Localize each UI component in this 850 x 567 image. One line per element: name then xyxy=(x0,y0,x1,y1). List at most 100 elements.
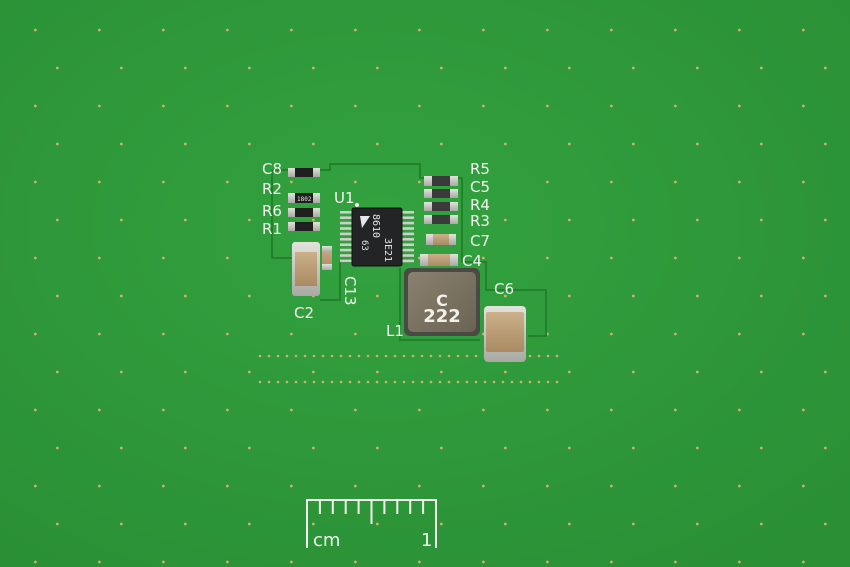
via-grid xyxy=(33,28,827,564)
via xyxy=(303,380,307,384)
via xyxy=(673,28,677,32)
ic-pins xyxy=(340,211,414,263)
ic-pin xyxy=(400,238,414,241)
via xyxy=(759,66,763,70)
via xyxy=(276,380,280,384)
via xyxy=(311,66,315,70)
via xyxy=(357,354,361,358)
resistor-r1 xyxy=(288,222,320,231)
via xyxy=(438,380,442,384)
via xyxy=(609,104,613,108)
capacitor-c8 xyxy=(288,168,320,177)
ic-pin xyxy=(400,254,414,257)
via xyxy=(420,380,424,384)
via xyxy=(695,294,699,298)
via xyxy=(366,354,370,358)
via xyxy=(737,408,741,412)
via xyxy=(545,484,549,488)
via xyxy=(759,142,763,146)
via xyxy=(447,380,451,384)
resistor-r6 xyxy=(288,208,320,217)
via xyxy=(801,484,805,488)
via xyxy=(801,180,805,184)
via xyxy=(375,446,379,450)
via xyxy=(420,354,424,358)
via xyxy=(339,380,343,384)
via xyxy=(609,256,613,260)
via xyxy=(567,294,571,298)
via xyxy=(417,484,421,488)
via xyxy=(631,142,635,146)
right-passives xyxy=(420,176,458,266)
resistor-r2 xyxy=(288,193,320,203)
via xyxy=(375,142,379,146)
via xyxy=(183,66,187,70)
via xyxy=(161,332,165,336)
via xyxy=(247,370,251,374)
via xyxy=(631,294,635,298)
label-c5: C5 xyxy=(470,178,490,196)
ic-marking-line2: 3E21 xyxy=(382,238,393,262)
via xyxy=(545,408,549,412)
via xyxy=(439,142,443,146)
via xyxy=(161,28,165,32)
via xyxy=(823,294,827,298)
via xyxy=(567,142,571,146)
via xyxy=(294,354,298,358)
via xyxy=(823,446,827,450)
via xyxy=(311,218,315,222)
via xyxy=(673,408,677,412)
via xyxy=(375,294,379,298)
via xyxy=(801,256,805,260)
ruler-ticks xyxy=(318,500,425,524)
via xyxy=(384,354,388,358)
label-c8: C8 xyxy=(262,160,282,178)
via xyxy=(55,142,59,146)
via xyxy=(55,446,59,450)
label-r2: R2 xyxy=(262,180,282,198)
via xyxy=(695,66,699,70)
ic-pin xyxy=(400,221,414,225)
via xyxy=(289,408,293,412)
via xyxy=(503,522,507,526)
via xyxy=(456,380,460,384)
via xyxy=(97,180,101,184)
via xyxy=(631,370,635,374)
via xyxy=(348,354,352,358)
ic-pin xyxy=(400,243,414,246)
capacitor-c2 xyxy=(292,242,320,296)
resistor-r4 xyxy=(424,202,458,211)
via xyxy=(97,28,101,32)
via xyxy=(357,380,361,384)
ruler-end-label: 1 xyxy=(421,530,432,551)
via xyxy=(567,446,571,450)
via xyxy=(353,484,357,488)
via xyxy=(759,294,763,298)
ic-pin xyxy=(340,211,354,214)
via xyxy=(481,180,485,184)
via xyxy=(481,560,485,564)
via xyxy=(673,332,677,336)
ic-pin xyxy=(340,227,354,230)
via xyxy=(247,522,251,526)
via xyxy=(402,380,406,384)
via xyxy=(339,354,343,358)
via xyxy=(225,104,229,108)
via xyxy=(267,354,271,358)
via xyxy=(247,142,251,146)
via xyxy=(119,66,123,70)
via xyxy=(97,408,101,412)
via xyxy=(289,484,293,488)
label-r6: R6 xyxy=(262,202,282,220)
via xyxy=(429,380,433,384)
via xyxy=(503,370,507,374)
via xyxy=(303,354,307,358)
via xyxy=(183,142,187,146)
via xyxy=(503,446,507,450)
copper-traces xyxy=(271,163,547,341)
via xyxy=(247,66,251,70)
via xyxy=(161,484,165,488)
left-passives: 1802 xyxy=(288,168,320,231)
via xyxy=(823,142,827,146)
via xyxy=(567,522,571,526)
